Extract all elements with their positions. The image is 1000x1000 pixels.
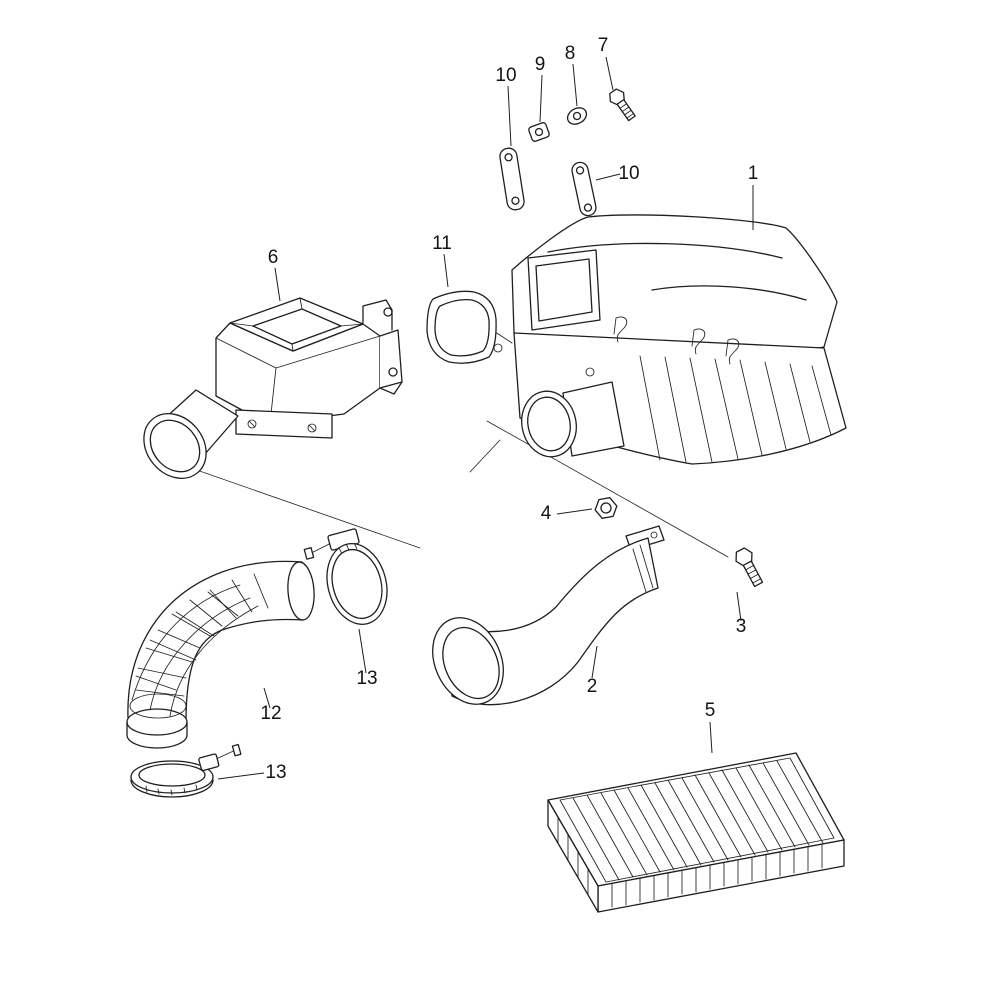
callout-labels: 7 8 9 10 1 10 11 6 4 3 2 13 12 13 5: [260, 35, 758, 783]
part-strap-10-left: [499, 147, 525, 211]
callout-12: 12: [260, 703, 281, 724]
part-air-cleaner-housing: [491, 214, 847, 465]
callout-13-upper: 13: [356, 668, 377, 689]
callout-13-lower: 13: [265, 762, 286, 783]
callout-4: 4: [541, 503, 552, 524]
hose-cage: [129, 584, 259, 719]
housing-inlet-opening: [527, 249, 601, 331]
part-nut-4: [594, 497, 618, 519]
part-strap-10-right: [571, 161, 597, 217]
callout-3: 3: [736, 616, 747, 637]
leader-lines: [217, 56, 754, 780]
callout-10-upper: 10: [495, 65, 516, 86]
callout-7: 7: [598, 35, 609, 56]
part-intake-tube-2: [432, 525, 665, 706]
part-corrugated-hose-12: [126, 560, 315, 749]
part-gasket-11: [426, 290, 497, 364]
part-air-flow-sensor-6: [143, 297, 403, 479]
callout-2: 2: [587, 676, 598, 697]
part-bolt-3: [735, 547, 764, 588]
sensor-tube: [143, 389, 239, 479]
callout-8: 8: [565, 43, 576, 64]
part-hose-clamp-13-lower: [130, 743, 242, 798]
part-air-filter-5: [547, 752, 845, 913]
part-washer-8: [566, 107, 588, 125]
callout-11: 11: [432, 233, 452, 254]
part-screw-7: [609, 88, 636, 122]
callout-6: 6: [268, 247, 279, 268]
housing-snout: [521, 381, 625, 458]
callout-9: 9: [535, 54, 546, 75]
part-hose-clamp-13-upper: [303, 528, 388, 625]
sensor-bracket: [362, 299, 403, 395]
callout-5: 5: [705, 700, 716, 721]
housing-clips: [613, 316, 740, 365]
part-spacer-9: [528, 122, 550, 142]
callout-1: 1: [748, 163, 759, 184]
callout-10-right: 10: [618, 163, 639, 184]
